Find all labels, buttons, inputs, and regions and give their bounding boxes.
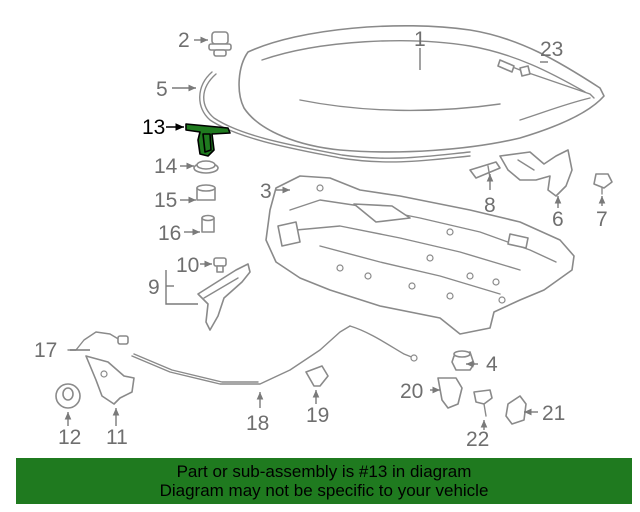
- callout-12: 12: [58, 426, 81, 449]
- callout-20: 20: [400, 380, 423, 403]
- retainer-12: [55, 383, 81, 409]
- screw-7: [593, 173, 613, 195]
- hood-seal: [199, 71, 471, 163]
- callout-1: 1: [414, 28, 426, 51]
- callout-23: 23: [540, 38, 563, 61]
- callout-16: 16: [158, 222, 181, 245]
- bumper-4: [451, 350, 475, 371]
- spacer-16: [201, 214, 215, 233]
- release-cable-17: [67, 331, 129, 351]
- callout-9: 9: [148, 276, 160, 299]
- parts-diagram: 1 2 3 4 5 6 7 8 9 10 11 12 13 14 15 16 1…: [34, 25, 613, 451]
- bushing-15: [196, 184, 216, 201]
- plate-21: [505, 395, 527, 425]
- hood-bumper: [208, 31, 232, 57]
- callout-labels: 1 2 3 4 5 6 7 8 9 10 11 12 13 14 15 16 1…: [34, 28, 608, 451]
- bolt-10: [213, 257, 227, 273]
- hood-panel: [238, 25, 605, 153]
- callout-15: 15: [154, 189, 177, 212]
- callout-3: 3: [260, 180, 272, 203]
- clip-19: [305, 365, 329, 404]
- hinge-bracket-9: [197, 263, 251, 331]
- reinforcement-6: [499, 149, 573, 197]
- callout-4: 4: [486, 353, 498, 376]
- release-cable-18: [131, 325, 418, 408]
- callout-6: 6: [552, 208, 564, 231]
- hood-insulator: [265, 175, 575, 335]
- banner-line-2: Diagram may not be specific to your vehi…: [159, 481, 489, 500]
- callout-19: 19: [306, 404, 329, 427]
- hood-clip-13: [185, 123, 231, 157]
- leader-lines: [64, 36, 606, 426]
- callout-14: 14: [154, 155, 178, 178]
- bracket-20: [437, 377, 463, 409]
- callout-18: 18: [246, 412, 269, 435]
- callout-13: 13: [142, 116, 165, 139]
- callout-7: 7: [596, 208, 608, 231]
- release-handle-11: [85, 355, 135, 405]
- callout-21: 21: [542, 402, 565, 425]
- callout-2: 2: [178, 29, 190, 52]
- callout-8: 8: [484, 194, 496, 217]
- stud-22: [473, 389, 493, 430]
- grommet-14: [193, 160, 219, 174]
- clip-8: [469, 161, 501, 179]
- info-banner: Part or sub-assembly is #13 in diagram D…: [16, 458, 632, 504]
- callout-10: 10: [176, 254, 199, 277]
- callout-17: 17: [34, 339, 57, 362]
- banner-line-1: Part or sub-assembly is #13 in diagram: [176, 462, 472, 481]
- callout-5: 5: [156, 78, 168, 101]
- callout-11: 11: [106, 426, 128, 449]
- hood-prop-rod: [497, 59, 595, 99]
- callout-22: 22: [466, 428, 489, 451]
